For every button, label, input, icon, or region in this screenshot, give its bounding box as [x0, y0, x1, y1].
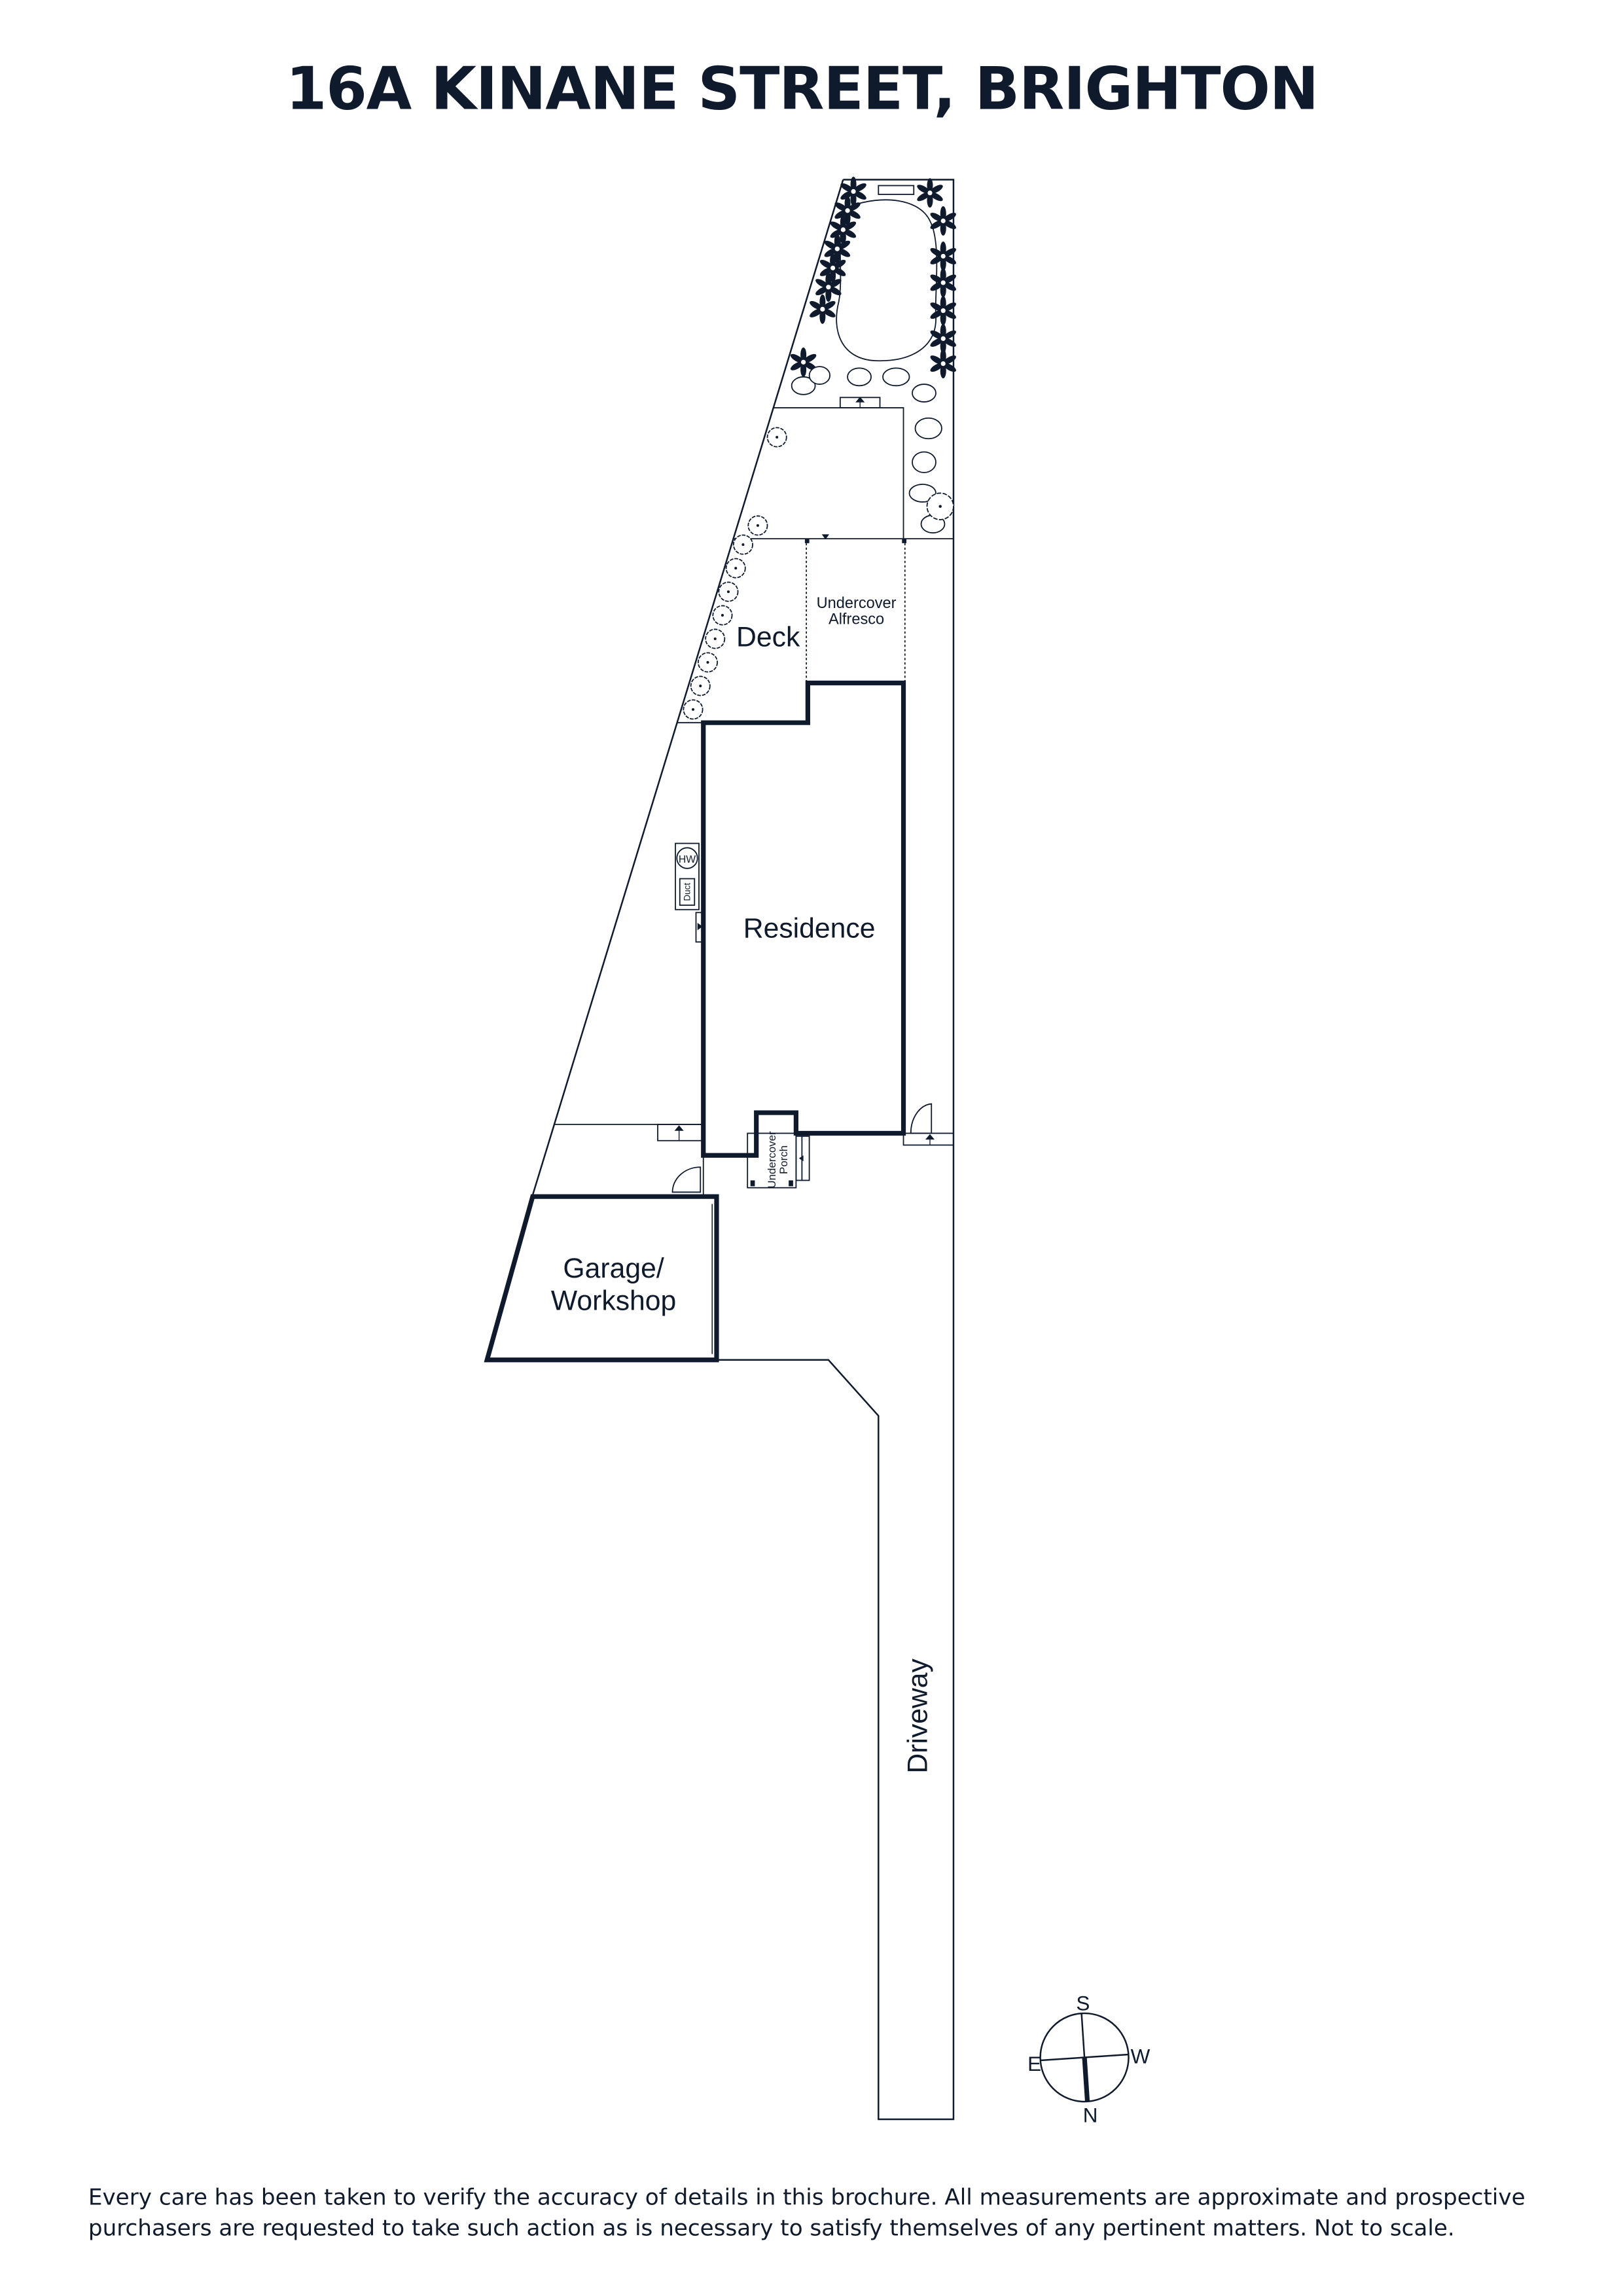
alfresco-label: Alfresco	[829, 611, 884, 628]
plant-icons	[789, 177, 957, 379]
residence: Residence HW Duct	[675, 680, 906, 1158]
door-swing	[671, 1166, 702, 1193]
services-box	[675, 842, 700, 910]
duct-label: Duct	[683, 883, 692, 901]
porch-label: Undercover	[766, 1131, 778, 1189]
side-yard: Undercover Porch	[554, 1103, 954, 1197]
garage-workshop: Garage/ Workshop	[484, 1194, 719, 1363]
residence-label: Residence	[743, 912, 876, 944]
lot-boundary	[531, 179, 955, 2121]
entry-arrow-icon	[821, 534, 829, 540]
duct-unit	[679, 878, 696, 906]
driveway-label: Driveway	[902, 1658, 934, 1773]
page-title: 16A KINANE STREET, BRIGHTON	[286, 56, 1318, 124]
hot-water-unit	[676, 847, 698, 869]
rear-garden	[747, 177, 957, 539]
disclaimer-line: purchasers are requested to take such ac…	[88, 2215, 1455, 2242]
entry-arrow-icon	[697, 922, 703, 931]
garage-label: Garage/	[563, 1253, 664, 1284]
compass-north: N	[1083, 2104, 1098, 2126]
pond	[836, 199, 938, 362]
alfresco-label: Undercover	[817, 595, 897, 612]
compass-icon: S W E N	[1027, 1992, 1150, 2127]
compass-west: W	[1131, 2045, 1150, 2068]
porch-label: Porch	[777, 1145, 790, 1174]
door-swing	[910, 1103, 933, 1134]
garage-label: Workshop	[551, 1285, 676, 1316]
shrub-icon	[766, 427, 787, 448]
hot-water-label: HW	[679, 854, 696, 865]
entry-arrow-icon	[855, 397, 865, 408]
porch-steps	[795, 1136, 810, 1181]
shrub-icon	[747, 515, 768, 536]
compass-south: S	[1076, 1992, 1090, 2015]
entry-arrow-icon	[674, 1125, 684, 1141]
garden-bench	[878, 185, 915, 195]
disclaimer-line: Every care has been taken to verify the …	[88, 2184, 1525, 2210]
stepping-stones	[791, 366, 946, 534]
deck-label: Deck	[736, 621, 800, 653]
entry-arrow-icon	[925, 1134, 935, 1145]
deck-area: Deck Undercover Alfresco	[677, 534, 954, 724]
compass-east: E	[1027, 2053, 1041, 2075]
tree-icon	[926, 492, 954, 520]
